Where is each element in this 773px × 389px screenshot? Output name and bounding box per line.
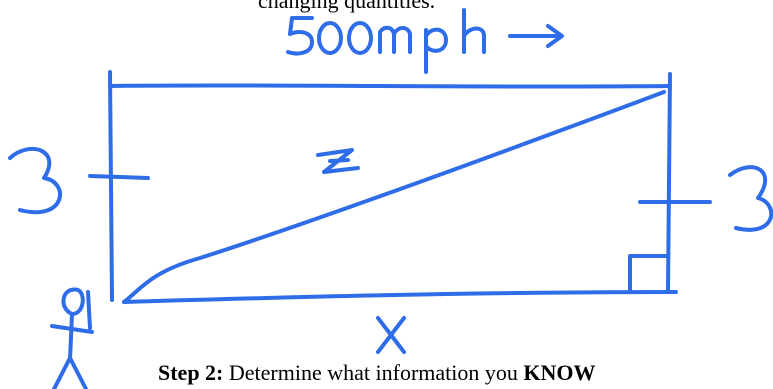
step-instruction: Step 2: Determine what information you K… [158,360,596,386]
label-z [316,148,360,174]
label-3-left [8,147,62,215]
rectangle-bottom-edge [122,290,678,304]
left-height-tick [88,174,150,180]
hypotenuse-line [122,90,666,304]
speed-label-500mph [286,8,564,74]
rectangle-right-edge [666,72,672,294]
step-middle: Determine what information you [223,360,524,385]
right-angle-marker [628,254,670,294]
step-emphasis: KNOW [523,360,596,385]
label-x [376,316,406,354]
stick-figure [50,287,94,389]
rectangle-top-edge [108,83,672,89]
step-prefix: Step 2: [158,360,224,385]
rectangle-left-edge [108,70,114,302]
label-3-right [728,165,773,232]
top-text-line: changing quantities. [258,0,436,13]
